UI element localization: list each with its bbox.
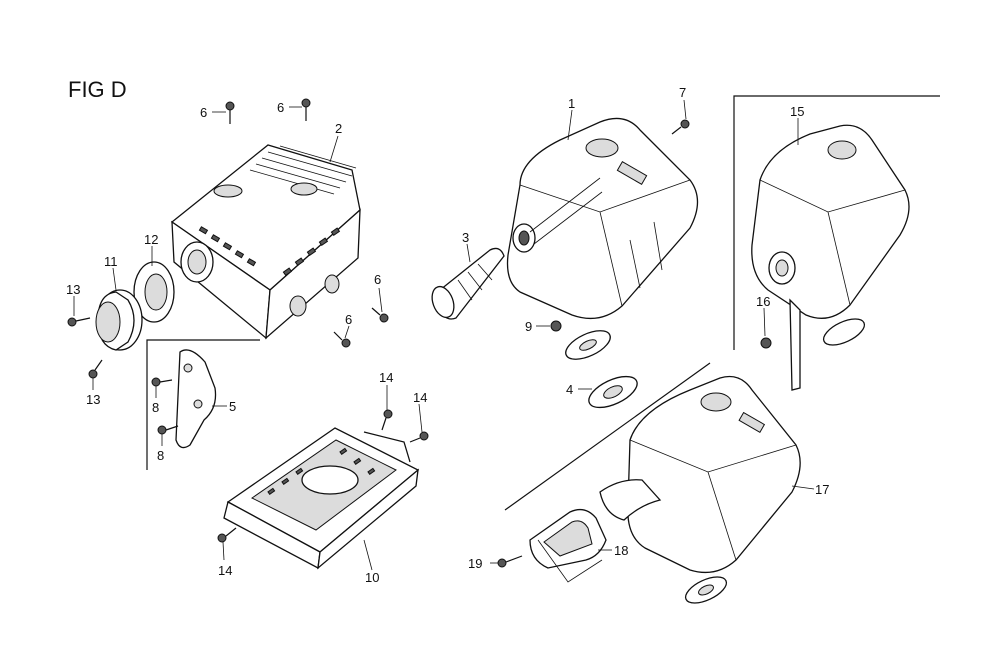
bolt-13a xyxy=(67,317,91,327)
callout-12: 12 xyxy=(144,232,158,247)
region-dividers xyxy=(146,95,940,511)
callout-10: 10 xyxy=(365,570,379,585)
exhaust-gasket xyxy=(565,330,638,409)
bolt-8a xyxy=(151,377,173,387)
muffler-base-tray xyxy=(223,427,420,570)
callout-14: 14 xyxy=(218,563,232,578)
callout-9: 9 xyxy=(525,319,532,334)
exhaust-deflector xyxy=(529,508,607,569)
fasteners xyxy=(67,98,772,568)
callout-2: 2 xyxy=(335,121,342,136)
bolt-16 xyxy=(760,337,772,349)
bolt-14c xyxy=(217,527,237,543)
callout-8: 8 xyxy=(152,400,159,415)
callout-6: 6 xyxy=(345,312,352,327)
bolt-19 xyxy=(497,555,523,568)
callout-labels: 6 6 2 6 6 1 7 3 9 4 15 16 17 12 11 13 13… xyxy=(66,85,829,585)
callout-16: 16 xyxy=(756,294,770,309)
muffler-variant xyxy=(751,124,910,391)
callout-18: 18 xyxy=(614,543,628,558)
callout-17: 17 xyxy=(815,482,829,497)
muffler xyxy=(506,117,699,320)
bolt-6c xyxy=(371,307,389,323)
bolt-9 xyxy=(550,320,562,332)
bolt-6a xyxy=(225,101,235,124)
callout-6: 6 xyxy=(374,272,381,287)
callout-8: 8 xyxy=(157,448,164,463)
bolt-14a xyxy=(381,409,393,431)
callout-14: 14 xyxy=(413,390,427,405)
callout-6: 6 xyxy=(277,100,284,115)
figure-title: FIG D xyxy=(68,77,127,102)
bolt-6b xyxy=(301,98,311,121)
callout-13: 13 xyxy=(86,392,100,407)
callout-14: 14 xyxy=(379,370,393,385)
callout-13: 13 xyxy=(66,282,80,297)
leader-lines xyxy=(73,99,815,583)
bolt-8b xyxy=(157,425,179,435)
callout-6: 6 xyxy=(200,105,207,120)
muffler-variant-lower xyxy=(599,375,801,604)
muffler-cap xyxy=(95,289,143,351)
callout-19: 19 xyxy=(468,556,482,571)
callout-3: 3 xyxy=(462,230,469,245)
exhaust-bracket xyxy=(175,349,217,449)
bolt-14b xyxy=(409,431,429,443)
callout-7: 7 xyxy=(679,85,686,100)
callout-4: 4 xyxy=(566,382,573,397)
bolt-6d xyxy=(333,331,351,348)
callout-15: 15 xyxy=(790,104,804,119)
spark-arrester xyxy=(431,247,505,320)
bolt-13b xyxy=(88,359,103,379)
bolt-7 xyxy=(671,119,690,135)
muffler-protector xyxy=(170,144,361,340)
callout-11: 11 xyxy=(104,254,118,269)
gasket-ring xyxy=(133,261,175,323)
callout-1: 1 xyxy=(568,96,575,111)
callout-5: 5 xyxy=(229,399,236,414)
